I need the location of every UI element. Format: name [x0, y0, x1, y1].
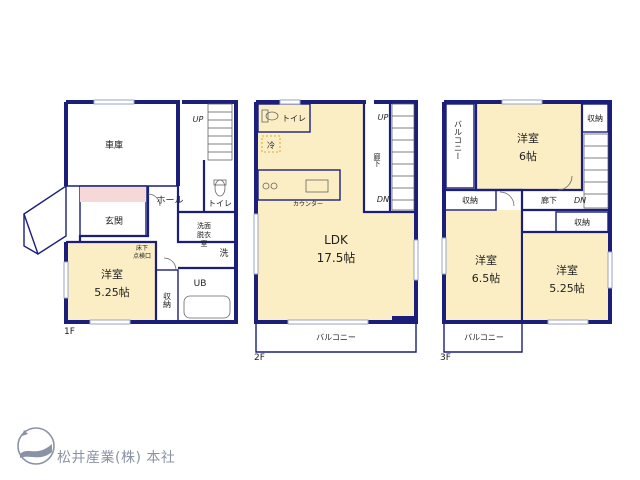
label-3f-storage-c: 収納: [574, 217, 590, 227]
label-1f-underfloor-1: 床下: [136, 244, 148, 252]
stairs-1f: [207, 103, 233, 161]
label-2f-stair-up: UP: [378, 113, 389, 122]
label-2f-ldk: LDK: [324, 233, 349, 247]
label-3f-storage-a: 収納: [587, 113, 603, 123]
label-1f-wash-3: 室: [201, 239, 208, 248]
label-1f-wash-mark: 洗: [219, 247, 228, 259]
room-3f-b: [444, 210, 522, 322]
label-1f-wash-1: 洗面: [197, 221, 211, 230]
label-3f-stair-down: DN: [574, 196, 586, 205]
label-3f-balcony: バルコニー: [464, 333, 504, 342]
label-1f: 1F: [64, 327, 75, 337]
label-1f-toilet: トイレ: [208, 199, 232, 208]
company-logo: [17, 427, 55, 465]
label-2f-ldk-size: 17.5帖: [317, 250, 356, 265]
label-2f-fridge: 冷: [267, 140, 275, 150]
label-1f-garage: 車庫: [105, 139, 123, 151]
label-2f-toilet: トイレ: [282, 114, 306, 123]
label-1f-entrance: 玄関: [105, 215, 123, 227]
room-2f-ldk: [256, 104, 414, 322]
label-3f-corridor: 廊下: [541, 195, 557, 205]
room-1f-bedroom: [68, 242, 156, 322]
label-3f-room-b: 洋室: [475, 253, 497, 267]
label-2f-corridor: 廊下: [373, 152, 381, 168]
label-3f-room-a: 洋室: [517, 131, 539, 145]
label-1f-bedroom: 洋室: [101, 267, 123, 281]
label-3f-balcony-side: バルコニー: [454, 120, 463, 160]
label-3f-storage-b: 収納: [462, 195, 478, 205]
label-2f-stair-down: DN: [377, 195, 389, 204]
label-3f: 3F: [440, 353, 451, 363]
label-3f-room-c-size: 5.25帖: [549, 282, 585, 295]
label-2f-balcony: バルコニー: [316, 333, 356, 342]
label-1f-wash-2: 脱衣: [197, 230, 211, 239]
label-1f-bedroom-size: 5.25帖: [94, 286, 130, 299]
balcony-2f: [255, 322, 417, 353]
label-1f-bath: UB: [194, 279, 207, 289]
floor-2f: トイレ 冷 カウンター 廊下 LDK 17.5帖 バルコニー UP DN 2F: [253, 99, 419, 363]
balcony-3f: [443, 322, 523, 353]
stairs-2f: [391, 103, 415, 211]
room-3f-c: [524, 232, 608, 322]
label-1f-hall: ホール: [156, 195, 183, 206]
compass-circle-icon: [17, 427, 55, 465]
stairs-3f: [583, 133, 609, 209]
label-3f-room-c: 洋室: [556, 263, 578, 277]
label-3f-room-b-size: 6.5帖: [472, 272, 501, 285]
wave-icon: [20, 444, 52, 458]
label-2f-counter: カウンター: [293, 200, 323, 208]
label-1f-stair-up: UP: [193, 115, 204, 124]
company-name: 松井産業(株) 本社: [57, 450, 176, 466]
label-1f-storage: 収納: [163, 291, 172, 309]
label-1f-underfloor-2: 点検口: [133, 252, 151, 260]
label-3f-room-a-size: 6帖: [519, 150, 537, 163]
label-2f: 2F: [254, 353, 265, 363]
room-3f-a: [476, 104, 582, 190]
floor-3f: バルコニー 洋室 6帖 収納 収納 廊下 DN 収納 洋室 6.5帖 洋室 5.…: [440, 99, 613, 363]
balcony-3f-side: [445, 103, 475, 189]
floor-1f: 車庫 玄関 ホール トイレ 洗面 脱衣 室 洗 UB 収納 床下 点検口 洋室 …: [23, 99, 238, 337]
